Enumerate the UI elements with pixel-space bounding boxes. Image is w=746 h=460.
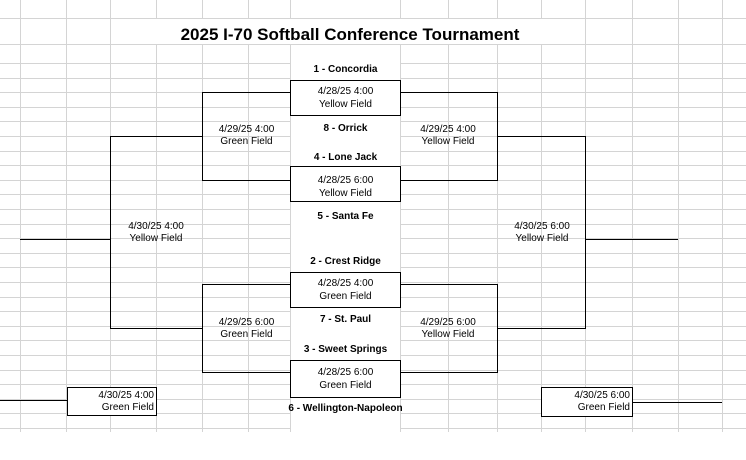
game-box-cons-right <box>541 387 633 417</box>
game-box-r1a <box>290 80 401 116</box>
game-field-r1a: Yellow Field <box>319 99 372 110</box>
game-field-sfr-bot: Yellow Field <box>421 329 475 340</box>
game-field-sfr-top: Yellow Field <box>421 136 475 147</box>
game-time-sfr-bot: 4/29/25 6:00 <box>420 317 476 328</box>
game-field-final-right: Yellow Field <box>515 233 569 244</box>
game-time-r1d: 4/28/25 6:00 <box>317 367 374 378</box>
game-time-cons-right: 4/30/25 6:00 <box>574 390 630 401</box>
game-time-sfl-top: 4/29/25 4:00 <box>218 124 275 135</box>
game-time-final-right: 4/30/25 6:00 <box>514 221 570 232</box>
game-box-r1b <box>290 166 401 202</box>
game-time-r1b: 4/28/25 6:00 <box>317 175 374 186</box>
team-label-orrick: 8 - Orrick <box>323 123 368 134</box>
game-field-r1b: Yellow Field <box>319 188 372 199</box>
game-time-sfr-top: 4/29/25 4:00 <box>420 124 476 135</box>
game-field-cons-left: Green Field <box>101 402 154 413</box>
game-time-r1c: 4/28/25 4:00 <box>317 278 374 289</box>
team-label-santa-fe: 5 - Santa Fe <box>317 211 374 222</box>
team-label-st-paul: 7 - St. Paul <box>319 314 372 325</box>
team-label-sweet-springs: 3 - Sweet Springs <box>303 344 388 355</box>
team-label-crest-ridge: 2 - Crest Ridge <box>310 256 381 267</box>
game-field-r1d: Green Field <box>319 380 372 391</box>
game-time-sfl-bot: 4/29/25 6:00 <box>218 317 275 328</box>
game-time-final-left: 4/30/25 4:00 <box>128 221 184 232</box>
game-field-final-left: Yellow Field <box>129 233 183 244</box>
tournament-title: 2025 I-70 Softball Conference Tournament <box>180 25 520 44</box>
game-field-cons-right: Green Field <box>577 402 630 413</box>
game-time-r1a: 4/28/25 4:00 <box>317 86 374 97</box>
game-field-sfl-top: Green Field <box>220 136 273 147</box>
game-field-sfl-bot: Green Field <box>220 329 273 340</box>
team-label-wellington-napoleon: 6 - Wellington-Napoleon <box>288 403 403 414</box>
game-box-r1d <box>290 360 401 398</box>
game-time-cons-left: 4/30/25 4:00 <box>98 390 154 401</box>
game-field-r1c: Green Field <box>319 291 372 302</box>
game-box-cons-left <box>67 387 157 416</box>
game-box-r1c <box>290 272 401 308</box>
team-label-concordia: 1 - Concordia <box>313 64 378 75</box>
team-label-lone-jack: 4 - Lone Jack <box>313 152 378 163</box>
